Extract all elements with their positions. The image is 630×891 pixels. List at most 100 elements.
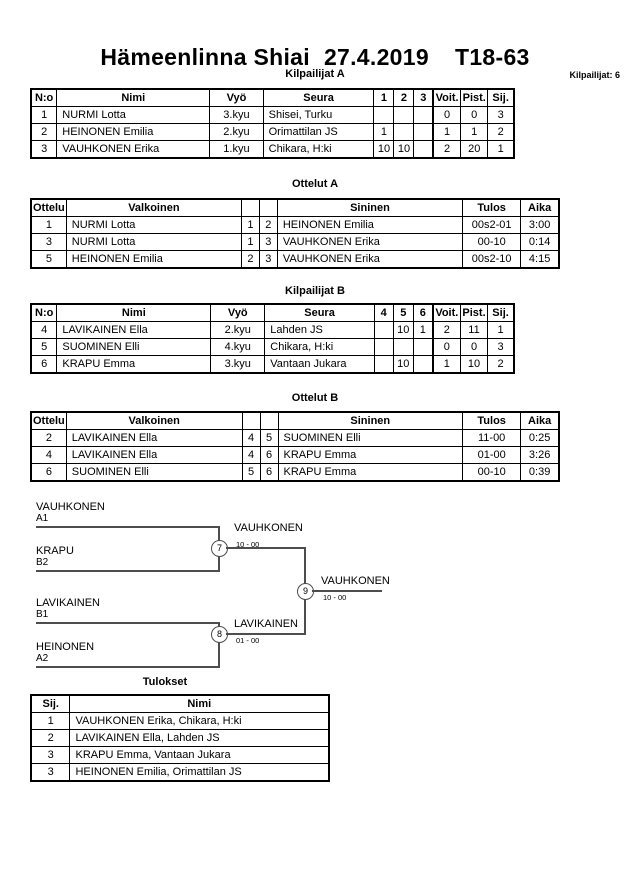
table-row: 1 NURMI Lotta 1 2 HEINONEN Emilia 00s2-0… [30,216,560,234]
bracket-line [226,547,306,549]
col-pist: Pist. [459,303,489,322]
col-score-3: 3 [413,88,434,107]
cell-tulos: 00s2-10 [462,250,522,269]
cell-seura: Chikara, H:ki [262,140,375,159]
bracket-entrant-seed: B2 [36,557,49,568]
table-row: 3 VAUHKONEN Erika 1.kyu Chikara, H:ki 10… [30,140,515,159]
col-sij: Sij. [487,88,515,107]
cell-pist: 0 [459,338,489,356]
bracket-winner-score: 10 - 00 [236,540,260,549]
cell-tulos: 00-10 [462,233,522,251]
cell-score-2 [393,106,415,124]
cell-sij: 1 [487,321,515,339]
cell-score-3 [413,140,434,159]
cell-sij: 2 [487,355,515,374]
cell-score-4 [373,338,394,356]
cell-ottelu: 6 [30,463,67,482]
col-score-5: 5 [392,303,414,322]
col-score-2: 2 [393,88,415,107]
event-date: 27.4.2019 [323,44,429,70]
cell-white: LAVIKAINEN Ella [65,429,243,447]
cell-nimi: SUOMINEN Elli [56,338,212,356]
cell-score-1: 1 [373,123,395,141]
cell-ottelu: 4 [30,446,67,464]
table-header-row: N:o Nimi Vyö Seura 4 5 6 Voit. Pist. Sij… [30,303,515,322]
cell-vyo: 3.kyu [210,355,266,374]
cell-white-no: 1 [240,216,260,234]
col-ottelu: Ottelu [30,411,67,430]
table-row: 3 HEINONEN Emilia, Orimattilan JS [30,763,330,782]
cell-blue-no: 6 [259,463,279,482]
cell-nimi: VAUHKONEN Erika, Chikara, H:ki [69,712,330,730]
event-name: Hämeenlinna Shiai [100,44,310,70]
table-header-row: N:o Nimi Vyö Seura 1 2 3 Voit. Pist. Sij… [30,88,515,107]
cell-sij: 1 [487,140,515,159]
table-header-row: Sij. Nimi [30,694,330,713]
cell-aika: 0:25 [520,429,560,447]
table-row: 3 NURMI Lotta 1 3 VAUHKONEN Erika 00-10 … [30,233,560,251]
table-row: 4 LAVIKAINEN Ella 2.kyu Lahden JS 10 1 2… [30,321,515,339]
col-no: N:o [30,303,58,322]
bracket-winner-score: 01 - 00 [236,636,260,645]
col-nimi: Nimi [56,303,212,322]
cell-voit: 0 [431,338,461,356]
bracket-line [312,590,382,592]
cell-pist: 1 [460,123,489,141]
cell-aika: 0:14 [520,233,560,251]
col-voit: Voit. [431,303,461,322]
cell-sij: 3 [30,746,71,764]
bracket-entrant-name: VAUHKONEN [36,501,105,513]
col-ottelu: Ottelu [30,198,67,217]
table-row: 5 HEINONEN Emilia 2 3 VAUHKONEN Erika 00… [30,250,560,269]
matches-b-table: Ottelu Valkoinen Sininen Tulos Aika 2 LA… [30,411,560,482]
cell-score-6 [412,355,434,374]
col-score-6: 6 [412,303,434,322]
pool-a-table: N:o Nimi Vyö Seura 1 2 3 Voit. Pist. Sij… [30,88,515,159]
col-nimi: Nimi [69,694,330,713]
cell-blue: VAUHKONEN Erika [276,250,464,269]
table-header-row: Ottelu Valkoinen Sininen Tulos Aika [30,411,560,430]
col-aika: Aika [520,198,560,217]
cell-seura: Vantaan Jukara [264,355,375,374]
cell-seura: Lahden JS [264,321,375,339]
matches-b-caption: Ottelut B [291,392,339,404]
cell-aika: 0:39 [520,463,560,482]
cell-no: 1 [30,106,58,124]
results-table: Sij. Nimi 1 VAUHKONEN Erika, Chikara, H:… [30,694,330,782]
cell-ottelu: 5 [30,250,67,269]
col-sininen: Sininen [277,411,464,430]
bracket-line [36,570,220,572]
cell-voit: 2 [431,321,461,339]
cell-sij: 3 [487,338,515,356]
cell-score-5: 10 [392,355,414,374]
cell-no: 4 [30,321,58,339]
cell-aika: 3:00 [520,216,560,234]
matches-a-table: Ottelu Valkoinen Sininen Tulos Aika 1 NU… [30,198,560,269]
cell-no: 6 [30,355,58,374]
bracket-line [226,633,306,635]
col-pist: Pist. [460,88,489,107]
cell-nimi: NURMI Lotta [56,106,211,124]
bracket-entrant-seed: A2 [36,653,49,664]
cell-pist: 10 [459,355,489,374]
cell-ottelu: 1 [30,216,67,234]
cell-vyo: 2.kyu [210,321,266,339]
col-score-1: 1 [373,88,395,107]
table-row: 6 KRAPU Emma 3.kyu Vantaan Jukara 10 1 1… [30,355,515,374]
cell-score-4 [373,355,394,374]
col-white-no [241,411,261,430]
cell-score-5 [392,338,414,356]
cell-white-no: 4 [241,429,261,447]
col-sij: Sij. [487,303,515,322]
cell-nimi: LAVIKAINEN Ella [56,321,212,339]
cell-seura: Shisei, Turku [262,106,375,124]
cell-white-no: 2 [240,250,260,269]
pool-a-caption: Kilpailijat A [285,68,345,80]
cell-ottelu: 3 [30,233,67,251]
table-row: 1 VAUHKONEN Erika, Chikara, H:ki [30,712,330,730]
cell-tulos: 11-00 [462,429,522,447]
col-seura: Seura [262,88,375,107]
col-tulos: Tulos [462,198,522,217]
col-blue-no [259,411,279,430]
